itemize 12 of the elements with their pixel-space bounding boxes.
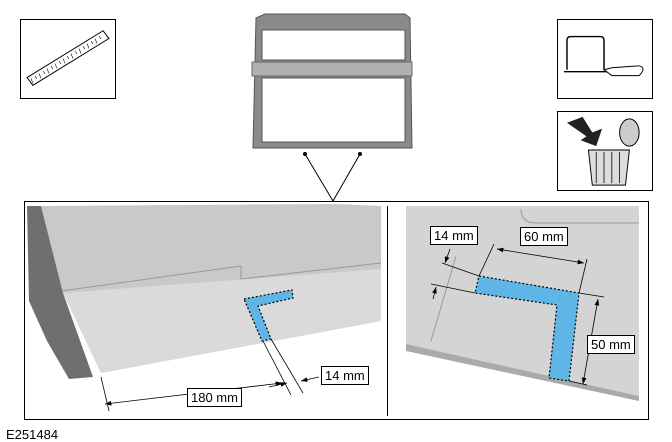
figure-number: E251484 [6,428,58,441]
leader-line [332,152,362,202]
dimension-label: 14 mm [430,226,478,245]
dimension-label: 180 mm [187,388,242,407]
icon-card [20,19,116,99]
detail-panel [24,201,649,420]
dimension-label: 60 mm [520,227,568,246]
icon-card [557,19,653,99]
icon-card [557,111,653,191]
dimension-label: 50 mm [587,335,635,354]
dimension-label: 14 mm [321,366,369,385]
leader-line [303,152,334,202]
